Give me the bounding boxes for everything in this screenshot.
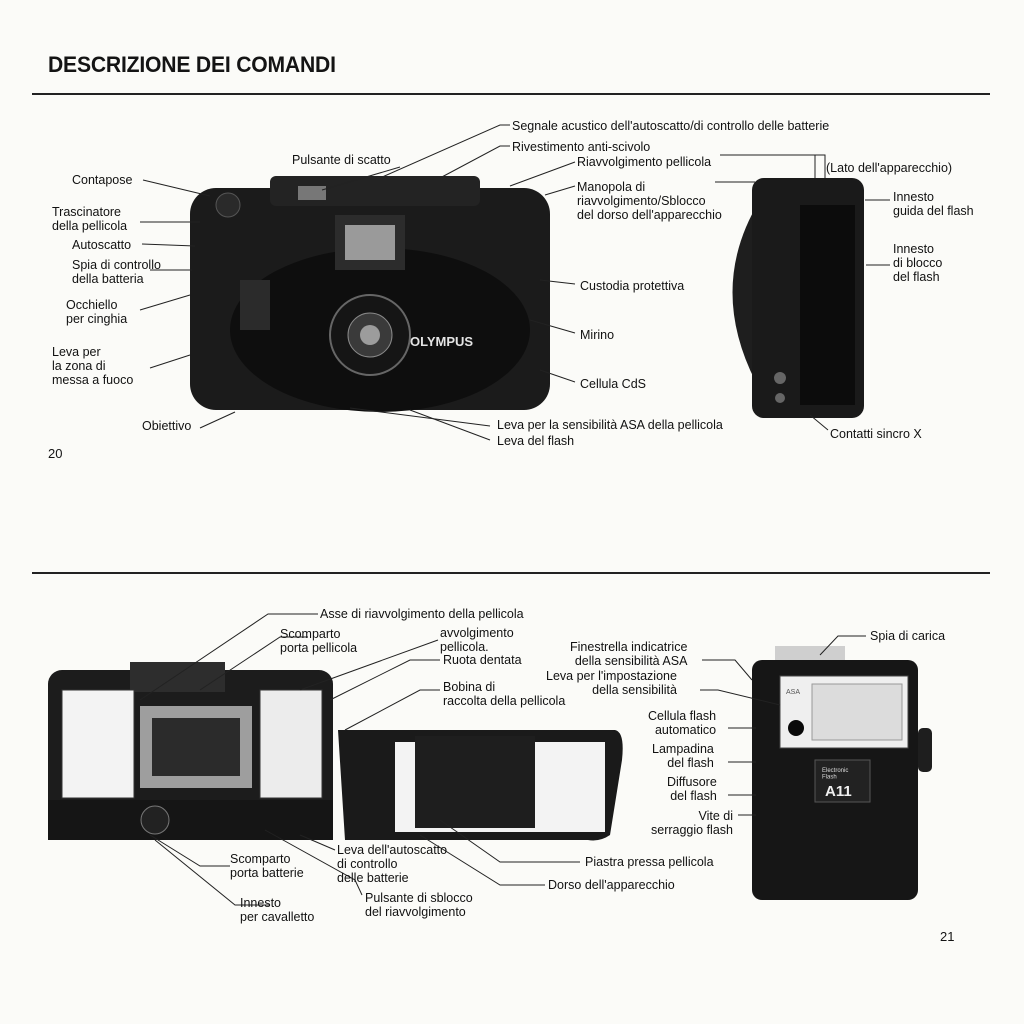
label-ruota-dentata: Ruota dentata [443,653,522,667]
label-asse-riavvolgimento: Asse di riavvolgimento della pellicola [320,607,524,621]
label-leva-asa: Leva per la sensibilità ASA della pellic… [497,418,723,432]
camera-front-photo: OLYMPUS [190,176,550,412]
label-rivestimento: Rivestimento anti-scivolo [512,140,651,154]
open-camera-photo [48,662,623,841]
camera-brand-text: OLYMPUS [410,334,473,349]
label-pulsante-scatto: Pulsante di scatto [292,153,391,167]
camera-leader-lines [139,124,890,441]
label-autoscatto: Autoscatto [72,238,132,252]
label-mirino: Mirino [580,328,615,342]
label-lampadina: Lampadina del flash [652,742,714,770]
label-trascinatore: Trascinatore della pellicola [52,205,128,233]
camera-side-photo [732,178,864,418]
open-camera-leader-lines [139,613,580,906]
label-vite: Vite di serraggio flash [651,809,733,837]
label-occhiello: Occhiello per cinghia [66,298,128,326]
label-avvolgimento: avvolgimento pellicola. [440,626,514,654]
label-riavvolgimento: Riavvolgimento pellicola [577,155,712,169]
page-number-left: 20 [48,446,63,461]
middle-divider [32,572,990,574]
label-spia-carica: Spia di carica [870,629,946,643]
label-finestrella: Finestrella indicatrice della sensibilit… [570,640,688,668]
label-scomparto-batterie: Scomparto porta batterie [230,852,304,880]
label-contapose: Contapose [72,173,133,187]
label-scomparto-pellicola: Scomparto porta pellicola [280,627,358,655]
label-innesto-guida: Innesto guida del flash [893,190,974,218]
flash-model-text: A11 [825,783,852,800]
flash-asa-text: ASA [786,689,800,696]
label-segnale-acustico: Segnale acustico dell'autoscatto/di cont… [512,119,830,133]
label-manopola: Manopola di riavvolgimento/Sblocco del d… [577,180,722,222]
label-diffusore: Diffusore del flash [667,775,717,803]
label-obiettivo: Obiettivo [142,419,192,433]
label-dorso: Dorso dell'apparecchio [548,878,675,892]
label-innesto-blocco: Innesto di blocco del flash [893,242,943,284]
page-title: DESCRIZIONE DEI COMANDI [48,52,336,77]
label-custodia: Custodia protettiva [580,279,685,293]
label-innesto-cavalletto: Innesto per cavalletto [240,896,315,924]
label-lato: (Lato dell'apparecchio) [826,161,953,175]
label-contatti: Contatti sincro X [830,427,922,441]
top-divider [32,93,990,95]
label-leva-autoscatto: Leva dell'autoscatto di controllo delle … [337,843,448,885]
label-bobina: Bobina di raccolta della pellicola [443,680,566,708]
label-piastra: Piastra pressa pellicola [585,855,714,869]
label-cellula-flash: Cellula flash automatico [648,709,717,737]
flash-leader-lines [700,635,866,816]
label-pulsante-sblocco: Pulsante di sblocco del riavvolgimento [365,891,473,919]
label-leva-zona: Leva per la zona di messa a fuoco [52,345,134,387]
label-spia-batteria: Spia di controllo della batteria [72,258,161,286]
page-number-right: 21 [940,929,955,944]
label-leva-sensibilita: Leva per l'impostazione della sensibilit… [546,669,677,697]
label-cellula-cds: Cellula CdS [580,377,647,391]
label-leva-flash: Leva del flash [497,434,575,448]
